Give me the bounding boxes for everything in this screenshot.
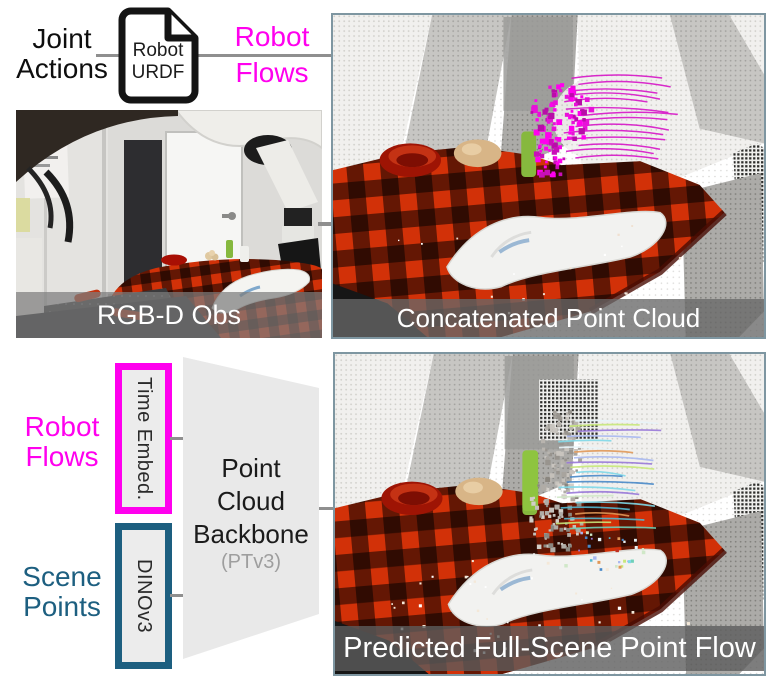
urdf-doc-label: Robot URDF bbox=[131, 40, 185, 84]
photo-table-items bbox=[161, 240, 249, 266]
predicted-caption: Predicted Full-Scene Point Flow bbox=[335, 626, 764, 671]
urdf-document-icon: Robot URDF bbox=[116, 6, 200, 105]
document-icon bbox=[118, 7, 199, 104]
robot-flows-label: Robot Flows bbox=[24, 411, 100, 472]
backbone-sublabel: (PTv3) bbox=[221, 551, 281, 573]
concat-pc-panel: Concatenated Point Cloud bbox=[331, 13, 766, 339]
predicted-pc-panel: Predicted Full-Scene Point Flow bbox=[333, 352, 766, 676]
dinov3-box: DINOv3 bbox=[115, 523, 172, 669]
joint-actions-connector-line bbox=[96, 54, 331, 57]
robot-flow-points bbox=[530, 83, 595, 178]
concat-pc-scene bbox=[333, 15, 764, 337]
rgbd-to-pc-connector bbox=[318, 222, 333, 226]
dinov3-connector bbox=[170, 594, 184, 597]
robot-flows-arrow-label: Robot Flows bbox=[234, 21, 310, 88]
backbone-output-connector bbox=[319, 507, 334, 510]
time-embed-box: Time Embed. bbox=[115, 363, 172, 514]
backbone-label: Point Cloud Backbone bbox=[193, 453, 309, 549]
backbone-trapezoid bbox=[183, 357, 319, 659]
predicted-pc-scene bbox=[335, 354, 764, 674]
concat-caption: Concatenated Point Cloud bbox=[333, 299, 764, 337]
photo-foreground-arm bbox=[16, 110, 178, 182]
predicted-flow-lines bbox=[555, 419, 662, 530]
rgbd-caption: RGB-D Obs bbox=[16, 292, 322, 338]
time-embed-connector bbox=[170, 437, 184, 440]
cloth-flow-points bbox=[564, 531, 646, 571]
dinov3-label: DINOv3 bbox=[133, 558, 155, 634]
time-embed-label: Time Embed. bbox=[133, 376, 155, 501]
rgbd-photo-panel: RGB-D Obs bbox=[16, 110, 322, 338]
green-bottle-tall bbox=[522, 450, 539, 512]
scene-points-label: Scene Points bbox=[22, 561, 102, 622]
joint-actions-label: Joint Actions bbox=[16, 23, 108, 84]
photo-robot-arm bbox=[174, 110, 322, 290]
robot-flow-lines bbox=[563, 74, 678, 160]
